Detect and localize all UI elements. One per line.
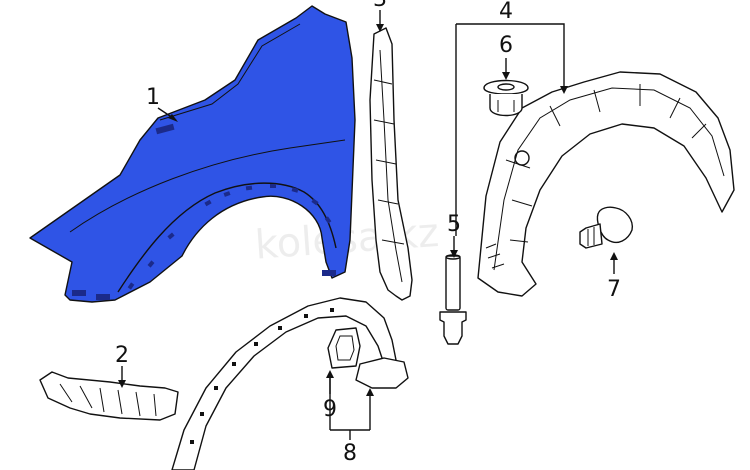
callout-4: 4 <box>499 0 513 24</box>
arrow-3 <box>376 24 384 32</box>
part-wheel-liner[interactable] <box>477 71 735 297</box>
bolt-head[interactable] <box>439 311 467 345</box>
grommet-flange[interactable] <box>483 79 529 95</box>
push-clip-stem[interactable] <box>579 223 603 249</box>
fender-top-edge <box>159 23 301 121</box>
part-push-clip[interactable] <box>579 206 633 249</box>
arrow-8 <box>366 388 374 396</box>
arrow-6 <box>502 72 510 80</box>
arrow-4 <box>560 86 568 94</box>
part-fender-seal[interactable] <box>369 27 413 301</box>
part-grommet[interactable] <box>483 79 529 117</box>
part-clip-pad[interactable] <box>327 327 361 369</box>
fender-seal-body[interactable] <box>369 27 413 301</box>
arrow-7 <box>610 252 618 260</box>
arrowheads <box>118 24 618 396</box>
callout-5: 5 <box>447 212 461 237</box>
callout-2: 2 <box>115 343 129 368</box>
arch-molding-body[interactable] <box>171 297 397 470</box>
wheel-liner-body[interactable] <box>477 71 735 297</box>
callout-1: 1 <box>146 85 160 110</box>
arch-molding-tail[interactable] <box>355 357 409 389</box>
callout-6: 6 <box>499 33 513 58</box>
bracket-body[interactable] <box>39 371 179 421</box>
fender-panel[interactable] <box>29 5 356 303</box>
fender-seal-inner <box>379 49 403 283</box>
wheel-liner-hole <box>514 150 530 166</box>
callout-numbers: 1 2 3 4 5 6 7 8 9 <box>115 0 621 466</box>
grommet-body[interactable] <box>489 94 523 117</box>
part-fender[interactable] <box>29 5 356 303</box>
wheel-liner-lower-mark <box>485 243 505 269</box>
part-bracket[interactable] <box>39 371 179 421</box>
leader-lines <box>121 10 615 440</box>
wheel-liner-inner-edge <box>493 87 725 271</box>
push-clip-head[interactable] <box>596 206 633 244</box>
grommet-hole <box>497 83 515 91</box>
push-clip-ridges <box>587 227 595 246</box>
arch-molding-clips <box>190 308 334 444</box>
leader-8 <box>329 374 371 440</box>
bolt-shank[interactable] <box>445 255 461 311</box>
fender-wheel-arch-flange <box>117 182 337 293</box>
arrow-1 <box>168 114 178 122</box>
grommet-slots <box>497 100 515 112</box>
arrow-2 <box>118 380 126 388</box>
arrow-5 <box>450 250 458 258</box>
callout-7: 7 <box>607 277 621 302</box>
part-bolt[interactable] <box>439 254 467 345</box>
leader-4 <box>455 23 565 236</box>
fender-seal-ribs <box>373 79 405 245</box>
clip-pad-body[interactable] <box>327 327 361 369</box>
callout-3: 3 <box>373 0 387 12</box>
callout-9: 9 <box>323 397 337 422</box>
arrow-9 <box>326 370 334 378</box>
fender-clip-holes <box>72 123 336 300</box>
callout-8: 8 <box>343 441 357 466</box>
fender-crease <box>69 139 346 233</box>
bracket-ribs <box>59 383 157 417</box>
clip-pad-inner <box>335 335 355 361</box>
part-arch-molding[interactable] <box>171 297 409 470</box>
